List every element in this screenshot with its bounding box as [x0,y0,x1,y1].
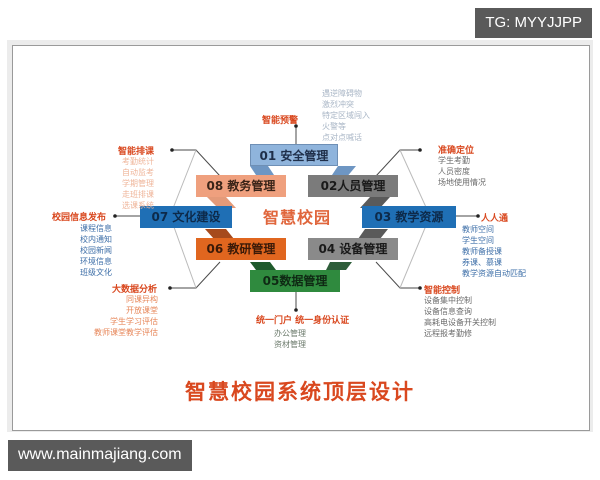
watermark-top: TG: MYYJJPP [475,8,592,38]
list-item: 班级文化 [80,268,112,277]
watermark-bottom: www.mainmajiang.com [8,440,192,471]
category-accurate-location: 准确定位 [438,146,475,156]
category-smart-alert: 智能预警 [262,116,299,126]
module-03-teaching-resources[interactable]: 03 教学资源 [362,206,456,228]
campus-info-items: 课程信息 校内通知 校园新闻 环境信息 班级文化 [80,223,112,278]
list-item: 考勤统计 [122,157,154,166]
list-item: 办公管理 [274,329,306,338]
list-item: 设备集中控制 [424,296,472,305]
list-item: 学生考勤 [438,156,470,165]
list-item: 设备信息查询 [424,307,472,316]
category-smart-schedule: 智能排课 [118,147,155,157]
list-item: 环境信息 [80,257,112,266]
module-02-personnel[interactable]: 02人员管理 [308,175,398,197]
category-everyone-connected: 人人通 [481,214,509,224]
list-item: 教师空间 [462,225,494,234]
smart-control-items: 设备集中控制 设备信息查询 高耗电设备开关控制 远程报考勤修 [424,295,496,339]
list-item: 券课、慕课 [462,258,502,267]
list-item: 开放课堂 [126,306,158,315]
smart-alert-items: 遇逆障碍物 激烈冲突 特定区域闯入 火警等 点对点喊话 [322,88,370,143]
list-item: 选课系统 [122,201,154,210]
list-item: 远程报考勤修 [424,329,472,338]
category-smart-control: 智能控制 [424,286,461,296]
list-item: 校园新闻 [80,246,112,255]
list-item: 教师课堂教学评估 [94,328,158,337]
diagram-frame [12,45,590,431]
big-data-items: 同课异构 开放课堂 学生学习评估 教师课堂教学评估 [92,294,158,338]
list-item: 人员密度 [438,167,470,176]
list-item: 遇逆障碍物 [322,89,362,98]
list-item: 学期管理 [122,179,154,188]
list-item: 学生学习评估 [110,317,158,326]
module-06-research[interactable]: 06 教研管理 [196,238,286,260]
center-label: 智慧校园 [263,208,332,227]
list-item: 走班排课 [122,190,154,199]
module-01-safety[interactable]: 01 安全管理 [250,144,338,166]
module-04-equipment[interactable]: 04 设备管理 [308,238,398,260]
list-item: 特定区域闯入 [322,111,370,120]
list-item: 资材管理 [274,340,306,349]
list-item: 教师备授课 [462,247,502,256]
accurate-location-items: 学生考勤 人员密度 场地使用情况 [438,155,486,188]
category-unified-portal: 统一门户 统一身份认证 [256,316,350,326]
module-07-culture[interactable]: 07 文化建设 [140,206,232,228]
list-item: 学生空间 [462,236,494,245]
main-title: 智慧校园系统顶层设计 [185,380,415,404]
list-item: 教学资源自动匹配 [462,269,526,278]
list-item: 场地使用情况 [438,178,486,187]
unified-portal-items: 办公管理 资材管理 [274,328,306,350]
list-item: 课程信息 [80,224,112,233]
smart-schedule-items: 考勤统计 自动监考 学期管理 走班排课 选课系统 [122,156,154,211]
category-big-data: 大数据分析 [112,285,158,295]
module-05-data[interactable]: 05数据管理 [250,270,340,292]
list-item: 火警等 [322,122,346,131]
everyone-connected-items: 教师空间 学生空间 教师备授课 券课、慕课 教学资源自动匹配 [462,224,526,279]
list-item: 激烈冲突 [322,100,354,109]
module-08-academic-affairs[interactable]: 08 教务管理 [196,175,286,197]
list-item: 校内通知 [80,235,112,244]
list-item: 同课异构 [126,295,158,304]
list-item: 自动监考 [122,168,154,177]
list-item: 高耗电设备开关控制 [424,318,496,327]
list-item: 点对点喊话 [322,133,362,142]
category-campus-info: 校园信息发布 [52,213,107,223]
